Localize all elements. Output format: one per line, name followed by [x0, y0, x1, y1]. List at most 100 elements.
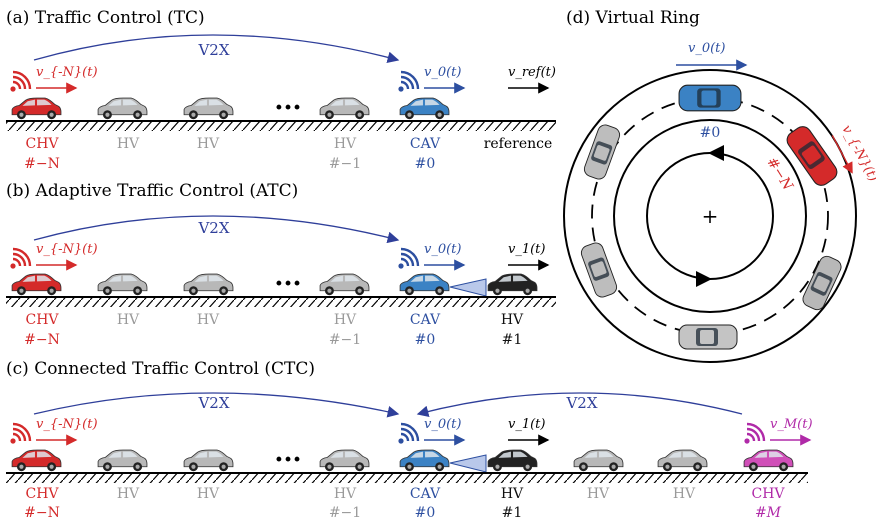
car-icon — [183, 273, 234, 296]
vehicle-label: CHV — [25, 136, 59, 152]
car-icon — [678, 324, 738, 350]
road-hatch — [6, 298, 556, 307]
wifi-signal-icon — [398, 247, 420, 269]
panel-d: (d) Virtual Ring + v_0(t) #0 v_{-N}(t) #… — [563, 8, 876, 363]
panel-a: (a) Traffic Control (TC) V2X v_{-N}(t) v… — [6, 8, 556, 172]
vehicle-label: HV — [117, 486, 140, 502]
car-icon — [11, 97, 62, 120]
car-icon — [97, 449, 148, 472]
vehicle-label: CAV — [410, 312, 441, 328]
ellipsis-icon: ··· — [274, 445, 301, 475]
car-icon — [657, 449, 708, 472]
vehicle-index: #0 — [415, 505, 436, 521]
radar-cone-icon — [449, 278, 487, 297]
panel-b: (b) Adaptive Traffic Control (ATC) V2X v… — [6, 181, 556, 348]
v2x-label: V2X — [197, 394, 229, 412]
vehicle-label: CAV — [410, 486, 441, 502]
wifi-signal-icon — [398, 70, 420, 92]
vehicle-label: HV — [587, 486, 610, 502]
car-icon — [678, 84, 742, 112]
signal-reference-velocity: v_ref(t) — [508, 65, 556, 80]
vehicle-label: HV — [197, 312, 220, 328]
signal-chv-velocity: v_{-N}(t) — [36, 417, 98, 432]
signal-chv-velocity: v_{-N}(t) — [36, 242, 98, 257]
car-icon — [11, 273, 62, 296]
vehicle-label: HV — [334, 136, 357, 152]
car-icon — [399, 449, 450, 472]
vehicle-label: HV — [501, 312, 524, 328]
reference-label: reference — [484, 136, 553, 152]
ring-outer — [563, 69, 857, 363]
panel-b-title: (b) Adaptive Traffic Control (ATC) — [6, 181, 298, 201]
panel-c: (c) Connected Traffic Control (CTC) V2X … — [6, 359, 813, 521]
car-icon — [399, 97, 450, 120]
v2x-label: V2X — [197, 41, 229, 59]
car-icon — [399, 273, 450, 296]
rotation-arrow — [646, 152, 712, 287]
panel-c-title: (c) Connected Traffic Control (CTC) — [6, 359, 315, 379]
vehicle-label: CHV — [751, 486, 785, 502]
ring-inner — [613, 119, 807, 313]
panel-a-title: (a) Traffic Control (TC) — [6, 8, 205, 28]
signal-chvm-velocity: v_M(t) — [770, 417, 813, 432]
vehicle-label: CAV — [410, 136, 441, 152]
vehicle-index: #−1 — [329, 332, 361, 348]
vehicle-index: #1 — [502, 332, 523, 348]
vehicle-index: #−1 — [329, 505, 361, 521]
ellipsis-icon: ··· — [274, 93, 301, 123]
vehicle-index: #−N — [24, 332, 60, 348]
v2x-label: V2X — [197, 219, 229, 237]
vehicle-label: HV — [334, 486, 357, 502]
wifi-signal-icon — [10, 422, 32, 444]
signal-cav-velocity: v_0(t) — [424, 417, 461, 432]
car-icon — [183, 97, 234, 120]
signal-chv-velocity: v_{-N}(t) — [36, 65, 98, 80]
v2x-arc — [33, 392, 400, 418]
vehicle-label: HV — [117, 136, 140, 152]
vehicle-label: HV — [501, 486, 524, 502]
vehicle-index: #−N — [24, 505, 60, 521]
car-icon — [11, 449, 62, 472]
vehicle-index: #0 — [415, 332, 436, 348]
panel-d-title: (d) Virtual Ring — [566, 8, 700, 28]
signal-chv-velocity: v_{-N}(t) — [838, 123, 876, 184]
vehicle-index: #1 — [502, 505, 523, 521]
plus-icon: + — [702, 204, 719, 228]
v2x-arc — [416, 392, 743, 418]
signal-cav-velocity: v_0(t) — [424, 242, 461, 257]
rotation-arrow — [708, 145, 774, 280]
v2x-label: V2X — [565, 394, 597, 412]
v2x-arc — [33, 215, 400, 244]
signal-cav-velocity: v_0(t) — [688, 41, 725, 56]
road-hatch — [6, 474, 808, 483]
car-icon — [487, 273, 538, 296]
car-icon — [183, 449, 234, 472]
car-icon — [97, 97, 148, 120]
vehicle-index: #−N — [24, 156, 60, 172]
radar-cone-icon — [449, 454, 487, 473]
wifi-signal-icon — [398, 422, 420, 444]
vehicle-label: CHV — [25, 486, 59, 502]
chv-ring-signal: v_{-N}(t) — [831, 123, 876, 184]
vehicle-label: CHV — [25, 312, 59, 328]
car-icon — [97, 273, 148, 296]
car-icon — [487, 449, 538, 472]
signal-hv1-velocity: v_1(t) — [508, 242, 545, 257]
signal-hv1-velocity: v_1(t) — [508, 417, 545, 432]
vehicle-label: HV — [197, 486, 220, 502]
road-hatch — [6, 122, 556, 131]
wifi-signal-icon — [10, 247, 32, 269]
vehicle-label: HV — [117, 312, 140, 328]
vehicle-index: #M — [755, 505, 782, 521]
vehicle-label: HV — [197, 136, 220, 152]
vehicle-label: HV — [334, 312, 357, 328]
ellipsis-icon: ··· — [274, 269, 301, 299]
v2x-arc — [33, 34, 400, 63]
chv-index: #−N — [763, 154, 796, 193]
arrow-right-icon — [831, 135, 853, 174]
car-icon — [743, 449, 794, 472]
car-icon — [581, 122, 623, 182]
wifi-signal-icon — [10, 70, 32, 92]
cav-index: #0 — [700, 125, 721, 141]
